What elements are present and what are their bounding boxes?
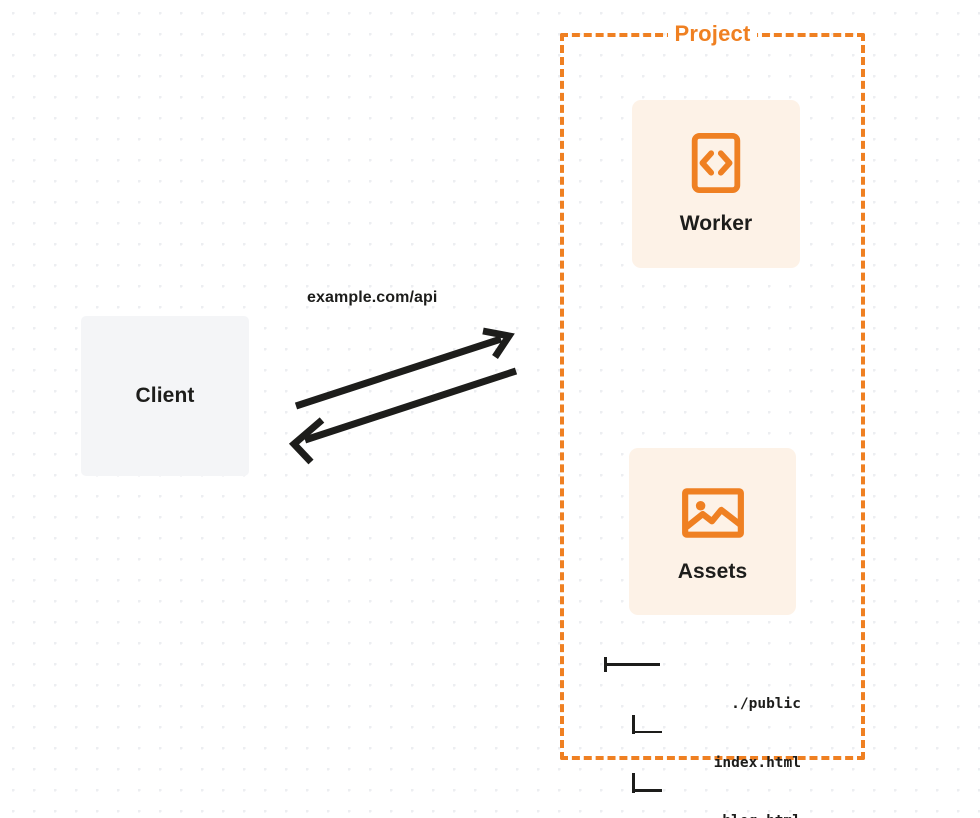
client-node[interactable]: Client xyxy=(81,316,249,476)
file-tree-row: blog.html xyxy=(604,773,802,818)
project-title: Project xyxy=(667,21,758,47)
assets-card-label: Assets xyxy=(677,559,748,583)
assets-file-tree: ./public index.html blog.html contact.ht… xyxy=(604,617,802,818)
edge-label-api: example.com/api xyxy=(307,289,438,306)
code-brackets-icon xyxy=(691,132,741,194)
file-tree-item-index-html: index.html xyxy=(713,754,801,771)
file-tree-item-blog-html: blog.html xyxy=(722,813,801,818)
worker-card-label: Worker xyxy=(679,212,753,235)
image-picture-icon xyxy=(681,487,744,538)
worker-card[interactable]: Worker xyxy=(632,100,800,268)
file-tree-item-public: ./public xyxy=(731,696,801,712)
project-boundary: Project xyxy=(560,21,865,760)
file-tree-row: index.html xyxy=(604,714,802,771)
request-arrow xyxy=(294,327,515,410)
file-tree-row: ./public xyxy=(604,656,802,712)
assets-card[interactable]: Assets xyxy=(629,448,796,615)
client-node-label: Client xyxy=(135,384,195,407)
response-arrow xyxy=(288,367,518,465)
